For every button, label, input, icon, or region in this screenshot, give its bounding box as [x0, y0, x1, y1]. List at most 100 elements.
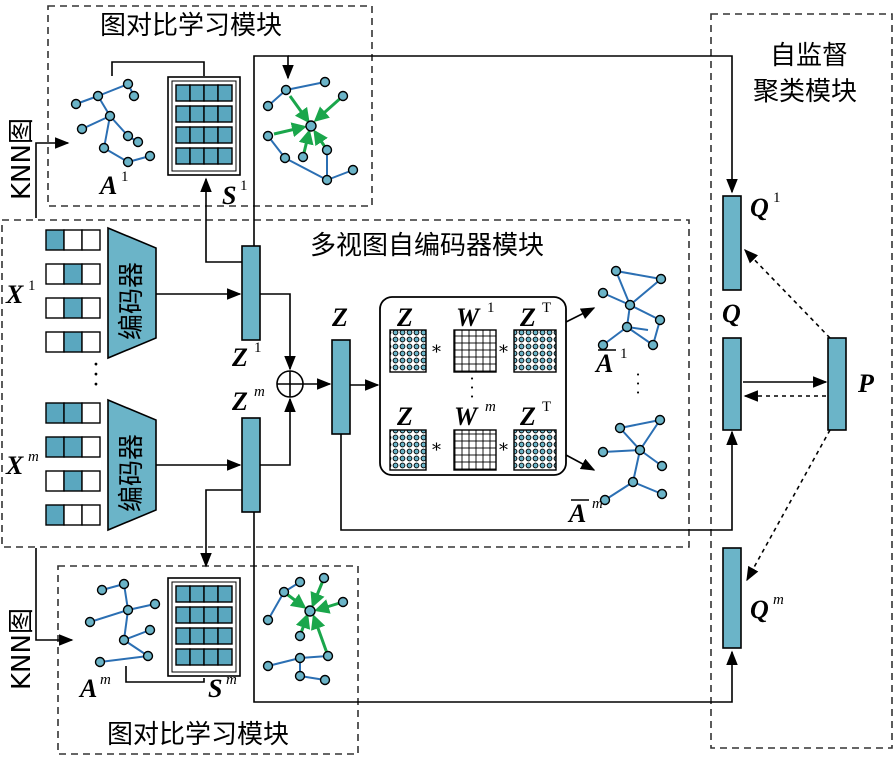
label-a1-hat-sup: 1 — [620, 346, 628, 362]
contrast-graph-top — [262, 76, 359, 186]
graph-am-hat — [597, 414, 668, 506]
label-x1: X — [5, 280, 24, 309]
dec-dots-2: · — [469, 378, 474, 397]
label-z1: Z — [231, 343, 248, 372]
label-q: Q — [722, 299, 741, 328]
dec-row2-z-matrix — [389, 429, 427, 471]
dec-row2-zt-sup: T — [542, 399, 551, 415]
input-dots-2: · — [93, 363, 100, 388]
arrow-z-q — [340, 430, 738, 531]
dec-row1-zt-matrix — [513, 329, 557, 373]
dec-row2-zt-matrix — [513, 429, 557, 471]
gcl-module-top-box — [47, 5, 373, 207]
z-fused-bar — [331, 339, 351, 435]
label-qm-sup: m — [773, 592, 784, 608]
label-s1: S — [222, 181, 236, 210]
arrow-z1-q1 — [288, 55, 738, 194]
dec-row1-w: W — [456, 303, 481, 332]
p-bar — [827, 337, 847, 431]
label-sm-sup: m — [226, 672, 237, 688]
matrix-s1 — [167, 76, 241, 176]
label-a1: A — [98, 171, 117, 200]
multi-view-ae-title: 多视图自编码器模块 — [310, 231, 544, 261]
dec-row2-times1: * — [432, 440, 441, 461]
dec-row1-zt: Z — [519, 303, 536, 332]
self-supervised-title-line2: 聚类模块 — [753, 77, 857, 107]
encoder-bottom-label: 编码器 — [117, 434, 147, 512]
dec-row1-times1: * — [432, 342, 441, 363]
label-qm: Q — [750, 595, 769, 624]
label-a1-hat: A — [594, 349, 613, 378]
label-am-hat: A — [567, 499, 586, 528]
arrow-z1-fusion — [260, 293, 296, 371]
arrow-zm-qm — [253, 512, 738, 703]
label-am-sup: m — [100, 672, 111, 688]
right-dots-2: · — [635, 374, 640, 393]
input-xm-stack — [45, 402, 101, 526]
z1-bar — [241, 245, 261, 341]
label-xm: X — [5, 451, 24, 480]
matrix-sm — [167, 577, 241, 677]
input-x1-stack — [45, 229, 101, 353]
dec-row1-times2: * — [499, 342, 508, 363]
right-dots-3: · — [635, 383, 640, 402]
qm-bar — [722, 547, 742, 649]
dec-row2-times2: * — [499, 440, 508, 461]
label-p: P — [857, 369, 875, 398]
graph-a1-hat — [597, 265, 667, 351]
label-a1-sup: 1 — [121, 169, 129, 185]
label-am: A — [78, 674, 97, 703]
arrow-dec-a1hat — [565, 307, 596, 323]
dec-row1-zt-sup: T — [542, 300, 551, 316]
dec-dots: · — [469, 369, 474, 388]
encoder-top — [107, 226, 157, 360]
label-z: Z — [331, 303, 348, 332]
arrow-z1-contrast — [253, 55, 294, 246]
q1-bar — [722, 195, 742, 291]
input-dots-3: · — [93, 373, 100, 398]
dec-row1-z: Z — [396, 303, 413, 332]
label-s1-sup: 1 — [240, 178, 248, 194]
self-supervised-title-line1: 自监督 — [770, 41, 848, 71]
graph-a1 — [70, 78, 156, 168]
gcl-top-title: 图对比学习模块 — [100, 11, 282, 41]
dec-row1-w-matrix — [453, 329, 497, 373]
zm-bar — [241, 417, 261, 513]
dec-row1-w-sup: 1 — [487, 300, 495, 316]
label-q1-sup: 1 — [773, 190, 781, 206]
dec-dots-3: · — [469, 387, 474, 406]
label-x1-sup: 1 — [28, 278, 36, 294]
arrow-p-q1 — [743, 248, 831, 339]
encoder-top-label: 编码器 — [117, 262, 147, 340]
gcl-bottom-title: 图对比学习模块 — [107, 720, 289, 750]
contrast-graph-bottom — [262, 572, 349, 686]
dec-row1-z-matrix — [389, 329, 427, 373]
label-sm: S — [208, 674, 222, 703]
bracket-a1-s1 — [111, 61, 205, 76]
input-dots: · — [93, 353, 100, 378]
dec-row2-w-sup: m — [485, 399, 496, 415]
dec-row2-zt: Z — [519, 402, 536, 431]
knn-label-top: KNN图 — [7, 118, 37, 200]
right-dots: · — [635, 365, 640, 384]
label-q1: Q — [750, 193, 769, 222]
multi-view-ae-box — [1, 219, 690, 548]
arrow-knn-top — [35, 137, 70, 218]
arrow-zm-sm — [200, 489, 242, 568]
knn-label-bottom: KNN图 — [7, 608, 37, 690]
dec-row2-w: W — [454, 402, 479, 431]
arrow-knn-bottom — [35, 548, 74, 646]
label-z1-sup: 1 — [254, 340, 262, 356]
bracket-am-sm — [125, 666, 205, 683]
arrow-dec-amhat — [565, 454, 596, 471]
arrow-z1-s1 — [200, 177, 242, 263]
label-zm-sup: m — [254, 384, 265, 400]
dec-row2-w-matrix — [453, 429, 497, 471]
arrow-p-qm — [746, 429, 831, 582]
arrow-zm-fusion — [260, 397, 296, 466]
graph-am — [84, 578, 161, 668]
self-supervised-clustering-box — [710, 13, 893, 749]
label-zm: Z — [231, 387, 248, 416]
label-am-hat-sup: m — [592, 496, 603, 512]
